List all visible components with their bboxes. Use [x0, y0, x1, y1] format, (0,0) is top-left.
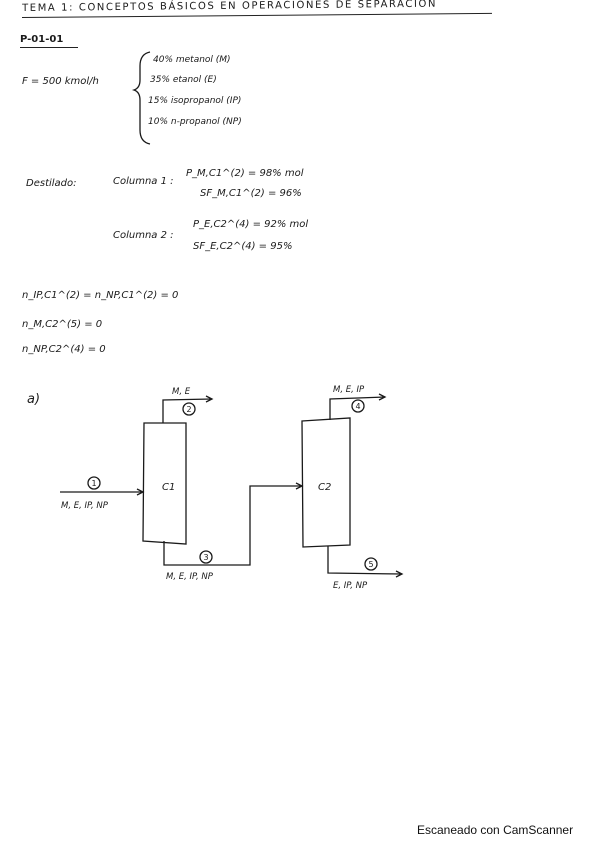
column1-recovery: SF_M,C1^(2) = 96%	[200, 188, 302, 199]
condition-2: n_M,C2^(5) = 0	[22, 319, 103, 330]
stream3-circle	[199, 550, 213, 564]
stream4-arrow	[378, 393, 387, 401]
stream5-arrow	[395, 570, 404, 578]
stream1-components: M, E, IP, NP	[61, 501, 109, 511]
stream5-circle	[364, 557, 378, 571]
stream3-arrow	[295, 482, 304, 490]
column2-recovery: SF_E,C2^(4) = 95%	[193, 241, 293, 252]
camscanner-watermark: Escaneado con CamScanner	[417, 823, 574, 837]
stream1-number: 1	[91, 479, 96, 488]
problem-id: P-01-01	[20, 34, 64, 45]
stream2-arrow	[205, 395, 214, 403]
column2-purity: P_E,C2^(4) = 92% mol	[193, 219, 309, 230]
part-a-label: a)	[27, 392, 41, 407]
column2-label: C2	[318, 482, 331, 493]
stream4-circle	[351, 399, 365, 413]
feed-component-2: 35% etanol (E)	[150, 75, 217, 85]
stream5-components: E, IP, NP	[333, 581, 368, 591]
stream4-line	[329, 396, 386, 420]
stream5-line	[327, 546, 403, 575]
stream2-components: M, E	[172, 387, 191, 397]
column1-vessel	[142, 422, 187, 545]
column2-spec-label: Columna 2 :	[113, 230, 174, 241]
stream3-components: M, E, IP, NP	[166, 572, 214, 582]
condition-3: n_NP,C2^(4) = 0	[22, 344, 106, 355]
column1-purity: P_M,C1^(2) = 98% mol	[186, 168, 304, 179]
condition-1: n_IP,C1^(2) = n_NP,C1^(2) = 0	[22, 290, 179, 301]
feed-component-1: 40% metanol (M)	[153, 55, 231, 65]
column2-vessel	[301, 417, 351, 548]
feed-component-3: 15% isopropanol (IP)	[148, 96, 242, 106]
problem-underline	[20, 47, 78, 48]
stream5-number: 5	[368, 560, 373, 569]
stream4-components: M, E, IP	[333, 385, 365, 395]
stream1-arrow	[136, 488, 145, 496]
stream1-circle	[87, 476, 101, 490]
stream4-number: 4	[355, 402, 360, 411]
column1-label: C1	[162, 482, 175, 493]
distillate-label: Destilado:	[26, 178, 77, 189]
stream3-line	[163, 485, 302, 566]
column1-spec-label: Columna 1 :	[113, 176, 174, 187]
feed-flow-label: F = 500 kmol/h	[22, 76, 99, 87]
feed-component-4: 10% n-propanol (NP)	[148, 117, 242, 127]
stream2-line	[162, 398, 213, 423]
stream2-number: 2	[186, 405, 191, 414]
stream2-circle	[182, 402, 196, 416]
stream3-number: 3	[203, 553, 208, 562]
